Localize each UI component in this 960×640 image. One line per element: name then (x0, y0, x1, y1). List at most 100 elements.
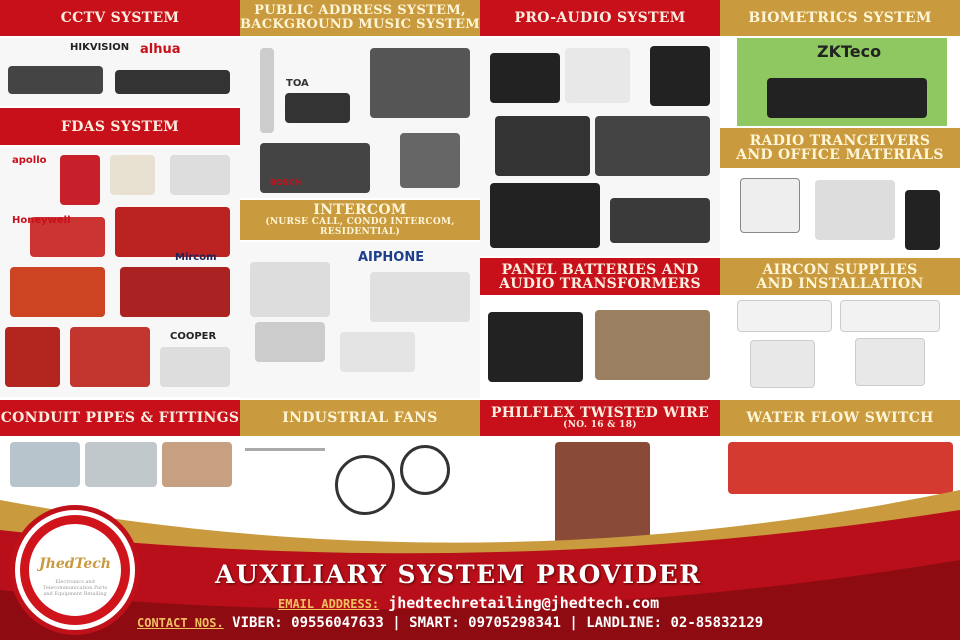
intercom-image (370, 272, 470, 322)
header-text: PUBLIC ADDRESS SYSTEM, (254, 3, 466, 18)
fire-image (120, 267, 230, 317)
fire-image (70, 327, 150, 387)
zkteco-logo: ZKTeco (817, 42, 882, 61)
fire-image (30, 217, 105, 257)
header-subtext: (NURSE CALL, CONDO INTERCOM, RESIDENTIAL… (265, 217, 455, 237)
fire-image (10, 267, 105, 317)
outdoor-unit-image (750, 340, 815, 388)
header-text: AND INSTALLATION (756, 275, 924, 292)
intercom-products: AIPHONE (240, 242, 480, 398)
landline-number: LANDLINE: 02-85832129 (586, 615, 764, 631)
speaker-image (650, 46, 710, 106)
cooper-logo: COOPER (170, 331, 217, 342)
phone-image (340, 332, 415, 372)
header-proaudio: PRO-AUDIO SYSTEM (480, 0, 720, 36)
apollo-logo: apollo (12, 155, 47, 166)
header-conduit: CONDUIT PIPES & FITTINGS (0, 400, 240, 436)
smart-number: SMART: 09705298341 (409, 615, 561, 631)
header-text: INTERCOM (313, 202, 407, 218)
email-address[interactable]: jhedtechretailing@jhedtech.com (388, 594, 660, 612)
avr-image (815, 180, 895, 240)
conference-image (595, 116, 710, 176)
header-waterflow: WATER FLOW SWITCH (720, 400, 960, 436)
mircom-logo: Mircom (175, 252, 217, 263)
header-text: WATER FLOW SWITCH (746, 410, 934, 426)
header-philflex: PHILFLEX TWISTED WIRE(NO. 16 & 18) (480, 400, 720, 436)
dvr-image (8, 66, 103, 94)
conduit-image (10, 442, 80, 487)
fdas-products: apollo Honeywell Mircom COOPER (0, 147, 240, 397)
header-text: PRO-AUDIO SYSTEM (514, 10, 686, 26)
aircon-image (840, 300, 940, 332)
header-subtext: (NO. 16 & 18) (563, 420, 637, 430)
intercom-image (255, 322, 325, 362)
header-cctv: CCTV SYSTEM (0, 0, 240, 36)
header-text: BACKGROUND MUSIC SYSTEM (240, 17, 480, 32)
speaker-image (490, 183, 600, 248)
ceiling-fan-image (245, 448, 325, 478)
transformer-image (595, 310, 710, 380)
header-text: AIRCON SUPPLIES (762, 261, 918, 278)
device-image (170, 155, 230, 195)
speaker-image (495, 116, 590, 176)
header-text: RADIO TRANCEIVERS (749, 133, 931, 149)
viber-number: VIBER: 09556047633 (232, 615, 384, 631)
waterflow-image (728, 442, 953, 494)
biometrics-image: ZKTeco (737, 38, 947, 126)
header-text: PANEL BATTERIES AND (501, 261, 699, 278)
toa-logo: TOA (286, 78, 309, 89)
projector-screen-image (740, 178, 800, 233)
honeywell-logo: Honeywell (12, 215, 71, 226)
header-text: CONDUIT PIPES & FITTINGS (0, 410, 240, 426)
separator: | (569, 615, 578, 631)
header-fans: INDUSTRIAL FANS (240, 400, 480, 436)
logo-text: JhedTech (39, 556, 111, 572)
paging-image (400, 133, 460, 188)
detector-image (110, 155, 155, 195)
fire-panel-image (60, 155, 100, 205)
header-text: INDUSTRIAL FANS (282, 410, 438, 426)
header-text: FDAS SYSTEM (60, 118, 180, 135)
wall-fan-image (335, 455, 395, 515)
proaudio-products (480, 38, 720, 256)
mixer-image (610, 198, 710, 243)
footer-banner (0, 490, 960, 640)
cctv-products: HIKVISION alhua (0, 38, 240, 106)
header-text: AUDIO TRANSFORMERS (499, 275, 701, 292)
email-label: EMAIL ADDRESS: (278, 597, 380, 611)
contact-line: CONTACT NOS. VIBER: 09556047633 | SMART:… (137, 615, 763, 631)
conduit-image (162, 442, 232, 487)
device-image (767, 78, 927, 118)
fire-image (5, 327, 60, 387)
fire-panels-image (115, 207, 230, 257)
speaker-image (490, 53, 560, 103)
speaker-image (565, 48, 630, 103)
separator: | (392, 615, 401, 631)
aiphone-logo: AIPHONE (358, 250, 425, 265)
radio-image (905, 190, 940, 250)
header-text: PHILFLEX TWISTED WIRE (490, 405, 710, 421)
wire-roll-image (555, 442, 650, 547)
battery-image (488, 312, 583, 382)
aircon-image (737, 300, 832, 332)
contact-label: CONTACT NOS. (137, 616, 224, 630)
pa-products: TOA BOSCH (240, 38, 480, 198)
fire-image (160, 347, 230, 387)
hikvision-logo: HIKVISION (70, 42, 130, 53)
nvr-image (115, 70, 230, 94)
header-text: CCTV SYSTEM (60, 10, 180, 26)
header-text: AND OFFICE MATERIALS (736, 147, 944, 163)
email-line: EMAIL ADDRESS: jhedtechretailing@jhedtec… (278, 594, 659, 612)
mixer-image (260, 143, 370, 193)
conduit-image (85, 442, 157, 487)
tagline: AUXILIARY SYSTEM PROVIDER (215, 560, 702, 589)
header-biometrics: BIOMETRICS SYSTEM (720, 0, 960, 36)
speakers-image (370, 48, 470, 118)
header-text: BIOMETRICS SYSTEM (748, 10, 932, 26)
header-pa: PUBLIC ADDRESS SYSTEM,BACKGROUND MUSIC S… (240, 0, 480, 36)
header-fdas: FDAS SYSTEM (0, 108, 240, 145)
stand-fan-image (400, 445, 450, 495)
